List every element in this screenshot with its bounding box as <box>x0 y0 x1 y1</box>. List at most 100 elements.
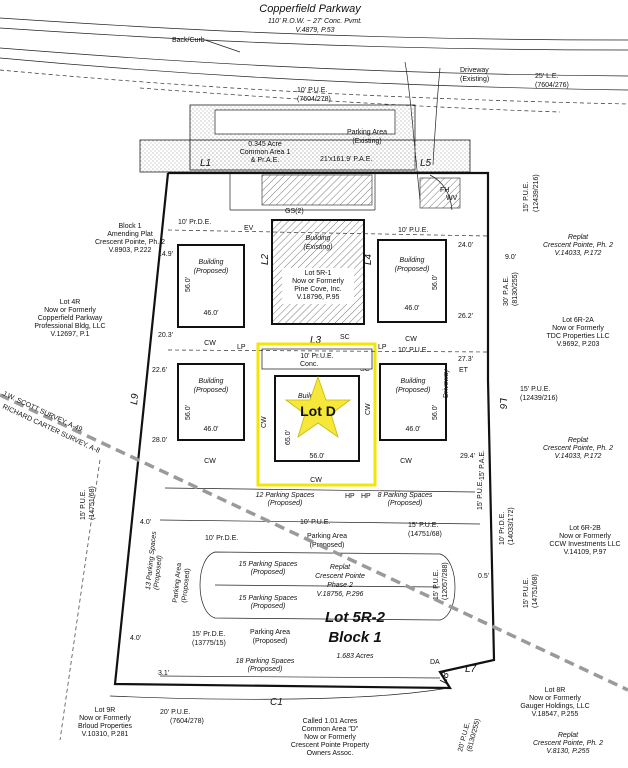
parking-bottom-sub: (Proposed) <box>253 638 288 645</box>
lp-mark-2: LP <box>378 344 387 351</box>
course-l1: L1 <box>200 158 211 169</box>
pue-island: 15' P.U.E. <box>433 570 440 600</box>
bll-depth: 56.0' <box>185 405 192 420</box>
svg-text:V.9692, P.203: V.9692, P.203 <box>557 341 600 348</box>
le-top: 25' L.E. <box>535 73 559 80</box>
svg-text:Replat: Replat <box>568 437 589 444</box>
lot5r1-ref: V.18796, P.95 <box>297 294 340 301</box>
course-l4: L4 <box>363 253 374 265</box>
course-l3: L3 <box>310 335 322 346</box>
svg-text:Brloud Properties: Brloud Properties <box>78 723 133 730</box>
existing-building-lot-5r1: Building (Existing) Lot 5R-1 Now or Form… <box>271 219 365 325</box>
svg-text:Gauger Holdings, LLC: Gauger Holdings, LLC <box>520 703 589 710</box>
dim-27-3: 27.3' <box>458 356 473 363</box>
lot-d-highlight-box <box>256 342 377 487</box>
cw-mark-6: CW <box>261 416 268 428</box>
pue-mid-right: 10' P.U.E. <box>398 347 428 354</box>
pue-left: 15' P.U.E. <box>80 490 87 520</box>
svg-text:V.14033, P.172: V.14033, P.172 <box>555 250 602 257</box>
prde-upper-left: 10' Pr.D.E. <box>178 219 211 226</box>
spaces15a-sub: (Proposed) <box>251 569 286 576</box>
svg-text:Block 1: Block 1 <box>119 223 142 230</box>
existing-building-title: Building <box>306 235 331 242</box>
svg-text:Lot 4R: Lot 4R <box>60 299 81 306</box>
svg-text:V.14033, P.172: V.14033, P.172 <box>555 453 602 460</box>
course-l6: L6 <box>497 398 508 410</box>
blr-sub: (Proposed) <box>396 387 431 394</box>
svg-text:Crescent Pointe, Ph. 2: Crescent Pointe, Ph. 2 <box>543 445 613 452</box>
svg-text:Now or Formerly: Now or Formerly <box>44 307 96 314</box>
svg-text:Crescent Pointe, Ph. 2: Crescent Pointe, Ph. 2 <box>95 239 165 246</box>
svg-text:Replat: Replat <box>558 732 579 739</box>
lot-main-acres: 1.683 Acres <box>336 653 374 660</box>
neighbor-lot6r2a: Lot 6R-2A Now or Formerly TDC Properties… <box>546 317 609 348</box>
course-l9: L9 <box>129 393 141 406</box>
driveway-top-label: Driveway <box>460 67 489 74</box>
parking-left: Parking Area <box>172 563 183 604</box>
driveway-mid: Driveway <box>443 369 450 398</box>
le-top-ref: (7604/276) <box>535 82 569 89</box>
course-l8: L8 <box>438 671 452 685</box>
common-area-pae: & Pr.A.E. <box>251 157 279 164</box>
bur-width: 46.0' <box>405 305 420 312</box>
parking-existing-sub: (Existing) <box>352 138 381 145</box>
svg-text:Now or Formerly: Now or Formerly <box>304 734 356 741</box>
pue-lower-right: 15' P.U.E. <box>408 522 438 529</box>
svg-text:Replat: Replat <box>568 234 589 241</box>
blr-title: Building <box>401 378 426 385</box>
bul-title: Building <box>199 259 224 266</box>
neighbor-replat-3: Replat Crescent Pointe, Ph. 2 V.8130, P.… <box>533 732 603 755</box>
pae-30-ref: (8130/255) <box>512 272 519 306</box>
back-curb-label: Back/Curb <box>172 37 205 44</box>
svg-text:Called 1.01 Acres: Called 1.01 Acres <box>303 718 358 725</box>
bll-width: 46.0' <box>204 426 219 433</box>
road-name: Copperfield Parkway <box>259 3 362 15</box>
prue-center: 10' Pr.U.E. <box>300 353 333 360</box>
da-mark: DA <box>430 659 440 666</box>
lot-main-name: Lot 5R-2 <box>325 609 386 626</box>
lot-d-label: Lot D <box>300 403 336 419</box>
pue-right-top: 15' P.U.E. <box>523 182 530 212</box>
parking-left-sub: (Proposed) <box>181 568 192 603</box>
pae-top: 21'x161.9' P.A.E. <box>320 156 372 163</box>
svg-text:Lot 8R: Lot 8R <box>545 687 566 694</box>
svg-text:V.18547, P.255: V.18547, P.255 <box>532 711 579 718</box>
course-l5: L5 <box>420 158 432 169</box>
lot-main-block: Block 1 <box>328 629 381 646</box>
dim-0-5: 0.5' <box>478 573 489 580</box>
pue-bottom-left-ref: (7604/278) <box>170 718 204 725</box>
spaces15a: 15 Parking Spaces <box>239 561 298 568</box>
svg-text:Now or Formerly: Now or Formerly <box>552 325 604 332</box>
spaces18-sub: (Proposed) <box>248 666 283 673</box>
pue-top: 10' P.U.E. <box>297 87 327 94</box>
bur-sub: (Proposed) <box>395 266 430 273</box>
neighbor-lot8r: Lot 8R Now or Formerly Gauger Holdings, … <box>520 687 589 718</box>
pae-30: 30' P.A.E. <box>503 276 510 306</box>
spaces8-sub: (Proposed) <box>388 500 423 507</box>
dim-28-0: 28.0' <box>152 437 167 444</box>
pue-bottom-left: 20' P.U.E. <box>160 709 190 716</box>
common-area-acres: 0.345 Acre <box>248 141 282 148</box>
road-ref: V.4879, P.53 <box>295 27 334 34</box>
building-lower-right: Building (Proposed) 46.0' 56.0' <box>379 363 447 441</box>
proposed-parking: 12 Parking Spaces (Proposed) 8 Parking S… <box>130 487 481 679</box>
pue-upper-right: 10' P.U.E. <box>398 227 428 234</box>
svg-text:V.14109, P.97: V.14109, P.97 <box>564 549 607 556</box>
gs-mark: GS(2) <box>285 208 304 215</box>
dim-14-9: 14.9' <box>158 251 173 258</box>
dim-26-2: 26.2' <box>458 313 473 320</box>
course-l2: L2 <box>260 253 271 265</box>
neighbor-common-d: Called 1.01 Acres Common Area "D" Now or… <box>291 718 370 757</box>
svg-text:Professional Bldg, LLC: Professional Bldg, LLC <box>34 323 105 330</box>
dim-24-0: 24.0' <box>458 242 473 249</box>
svg-text:Crescent Pointe, Ph. 2: Crescent Pointe, Ph. 2 <box>533 740 603 747</box>
cw-mark-4: CW <box>400 458 412 465</box>
bul-width: 46.0' <box>204 310 219 317</box>
copperfield-parkway: Copperfield Parkway 110' R.O.W. ~ 27' Co… <box>0 3 628 201</box>
dim-22-6: 22.6' <box>152 367 167 374</box>
et-mark: ET <box>459 367 469 374</box>
lot5r1-name: Lot 5R-1 <box>305 270 332 277</box>
neighbor-replat-1: Replat Crescent Pointe, Ph. 2 V.14033, P… <box>543 234 613 257</box>
spaces15b: 15 Parking Spaces <box>239 595 298 602</box>
